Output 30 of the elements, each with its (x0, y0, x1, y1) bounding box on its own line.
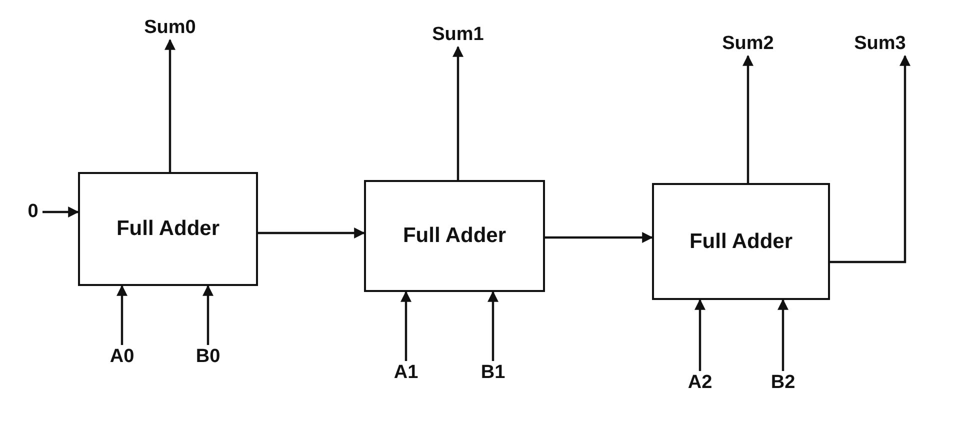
signal-label: Sum1 (432, 24, 484, 46)
arrow (452, 46, 464, 180)
signal-label: A2 (688, 372, 712, 394)
arrow (742, 54, 754, 183)
signal-label: B0 (196, 346, 220, 368)
block-label: Full Adder (689, 230, 793, 254)
arrow (202, 284, 214, 345)
arrow (488, 290, 498, 361)
block-label: Full Adder (116, 217, 220, 241)
signal-label: 0 (28, 201, 38, 223)
signal-label: A1 (394, 362, 418, 384)
signal-label: B1 (480, 362, 506, 384)
signal-label: A0 (110, 346, 134, 368)
signal-label: B2 (770, 372, 796, 394)
arrow (545, 232, 654, 243)
signal-label: Sum3 (854, 33, 906, 55)
arrow (42, 206, 80, 218)
arrow (258, 228, 366, 238)
arrow (694, 298, 706, 371)
arrow (830, 54, 910, 264)
signal-label: Sum2 (722, 33, 774, 55)
arrow (400, 290, 412, 361)
arrow (778, 298, 788, 371)
signal-label: Sum0 (144, 17, 196, 39)
arrow (116, 284, 128, 345)
block-label: Full Adder (402, 224, 506, 248)
arrow (164, 38, 176, 172)
full-adder-block (364, 180, 545, 292)
full-adder-block (78, 172, 258, 286)
full-adder-block (652, 183, 830, 300)
